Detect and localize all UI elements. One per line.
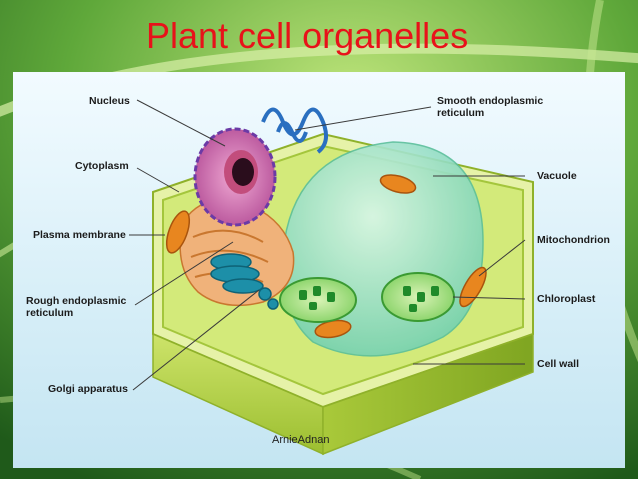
rough-er-shape [179, 198, 295, 307]
leader-lines [129, 99, 526, 391]
label-nucleus: Nucleus [89, 95, 130, 107]
cell-diagram: Nucleus Cytoplasm Plasma membrane Rough … [13, 72, 625, 468]
label-rough-er: Rough endoplasmic reticulum [26, 295, 127, 319]
watermark-text: ArnieAdnan [272, 434, 330, 446]
nucleus-shape [193, 127, 277, 227]
smooth-er-shape [261, 107, 329, 154]
chloroplast-shapes [279, 272, 455, 323]
label-cell-wall: Cell wall [537, 358, 580, 370]
label-golgi-apparatus: Golgi apparatus [48, 383, 128, 395]
label-smooth-er: Smooth endoplasmic reticulum [437, 95, 544, 119]
mitochondria-shapes [165, 174, 487, 339]
cell-illustration [129, 99, 534, 456]
slide-title: Plant cell organelles [146, 15, 469, 56]
label-chloroplast: Chloroplast [537, 293, 596, 305]
label-plasma-membrane: Plasma membrane [33, 229, 126, 241]
label-vacuole: Vacuole [537, 170, 577, 182]
label-cytoplasm: Cytoplasm [75, 160, 129, 172]
golgi-shape [210, 253, 279, 310]
label-mitochondrion: Mitochondrion [537, 234, 610, 246]
